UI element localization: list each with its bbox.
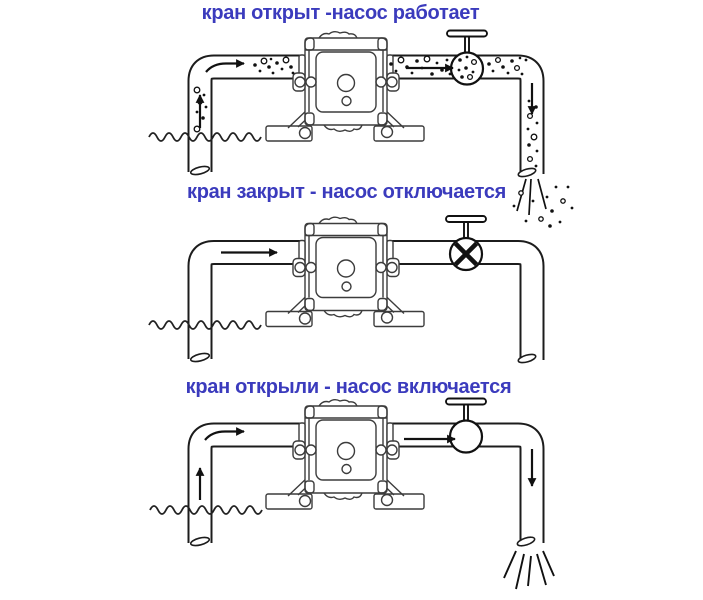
diagram3-title: кран открыли - насос включается xyxy=(185,376,512,398)
valve-handle-icon xyxy=(445,397,487,424)
flow-arrow-right xyxy=(205,59,245,73)
diagram-pump-off xyxy=(148,215,545,364)
valve-handle-icon xyxy=(445,215,487,241)
flow-arrow-right xyxy=(204,427,245,441)
diagram2-title: кран закрыт - насос отключается xyxy=(186,181,507,203)
pipe-end xyxy=(516,536,536,547)
pipe-end xyxy=(517,353,537,364)
valve-handle-icon xyxy=(446,29,488,56)
pump xyxy=(265,216,425,328)
diagram-pump-starting xyxy=(149,397,555,590)
pipe-end xyxy=(517,167,537,178)
valve-x-mark xyxy=(453,241,479,267)
pump xyxy=(265,31,425,142)
pipe-end xyxy=(189,352,211,363)
diagram1-title: кран открыт -насос работает xyxy=(201,2,480,24)
pipe-end xyxy=(189,536,211,547)
pump xyxy=(265,399,425,510)
flow-arrows xyxy=(195,427,537,500)
valve-closed-icon xyxy=(445,215,487,272)
diagram-pump-running xyxy=(148,29,574,228)
outlet-spray xyxy=(512,178,574,228)
flow-arrows xyxy=(195,59,537,128)
pipe-end xyxy=(189,165,211,176)
outlet-spray xyxy=(503,550,555,590)
